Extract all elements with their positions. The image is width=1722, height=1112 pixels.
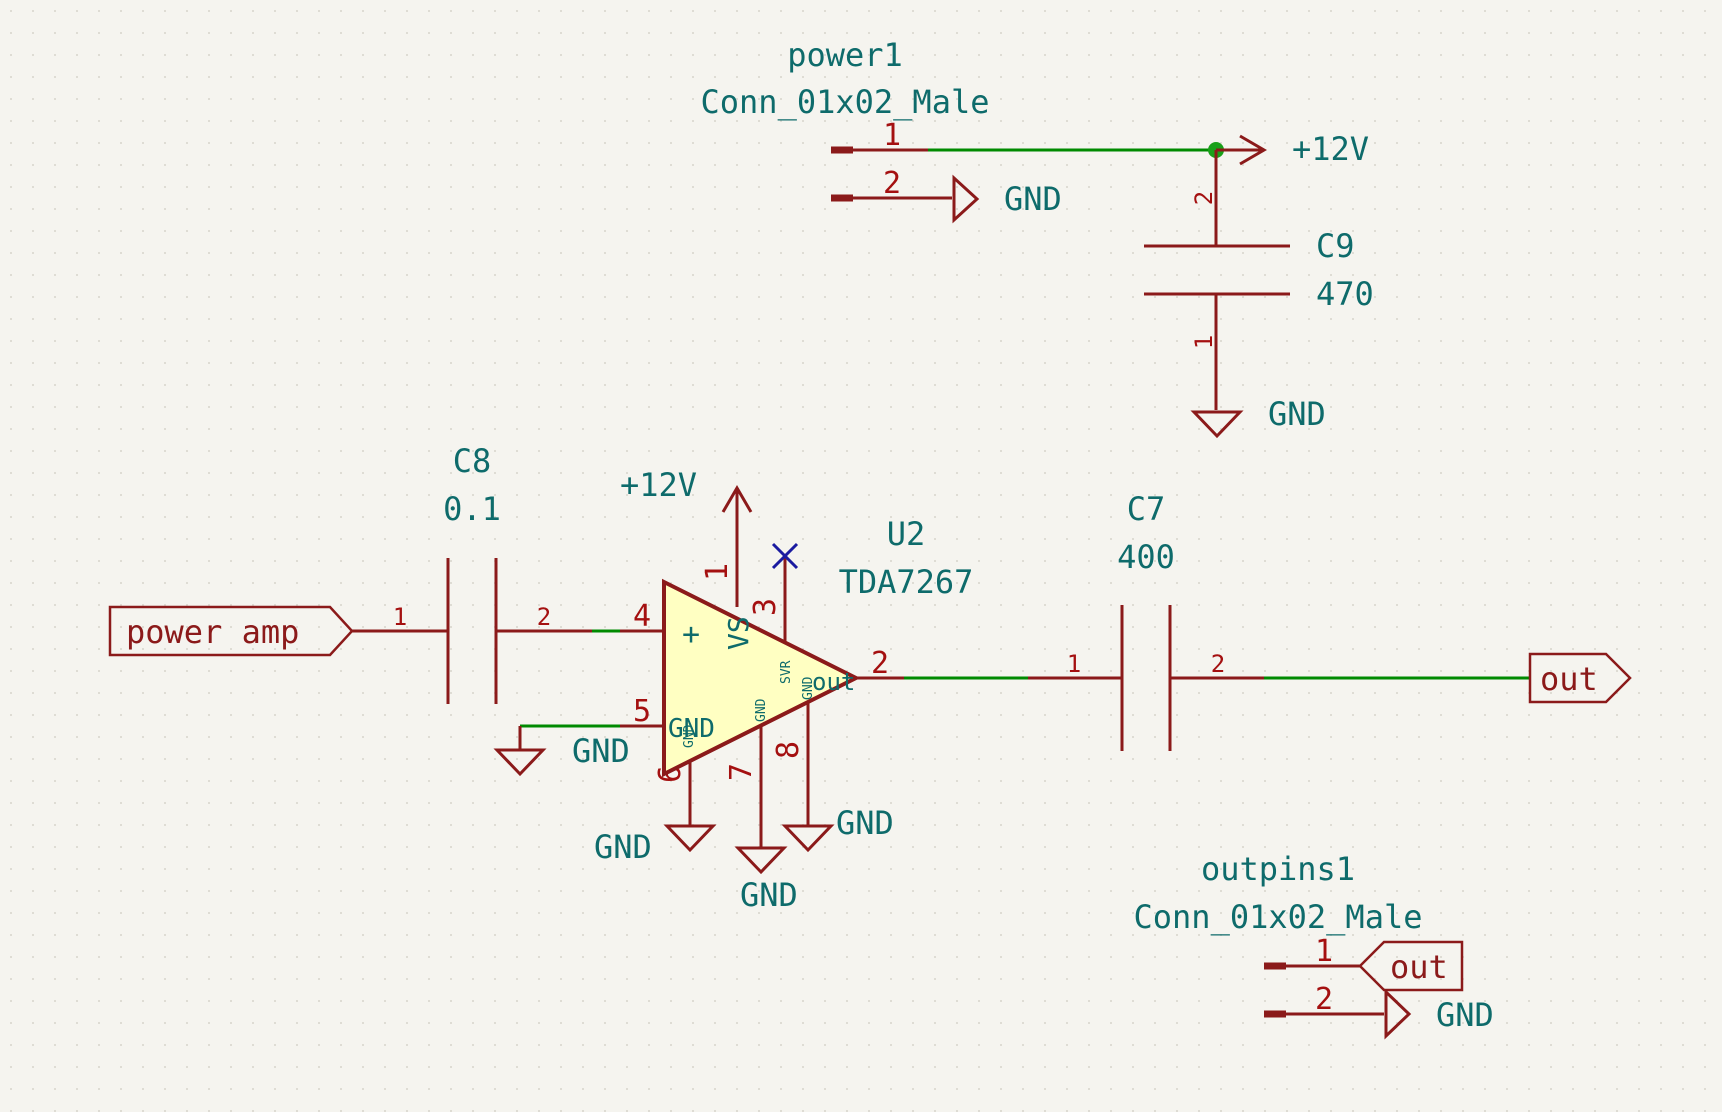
c9-capacitor[interactable]: 2 1 C9 470 — [1144, 150, 1374, 410]
gnd-pin5-symbol[interactable]: GND — [493, 732, 630, 777]
u2-pin3-number: 3 — [748, 598, 783, 616]
c7-pin2-number: 2 — [1211, 650, 1225, 678]
u2-pin1-number: 1 — [700, 563, 735, 581]
u2-gnd-pin6-name: GND — [682, 724, 697, 748]
u2-pin6-number: 6 — [653, 765, 688, 783]
gnd-pin6-triangle — [663, 824, 717, 853]
no-connect-stroke-b — [771, 542, 799, 570]
plus12v-top-arrow — [1239, 134, 1267, 166]
u2-body-triangle — [662, 578, 861, 778]
outpins1-connector[interactable]: outpins1 Conn_01x02_Male 1 2 — [1134, 850, 1423, 1018]
gnd-c9-triangle — [1190, 410, 1244, 439]
u2-gnd-pin7-name: GND — [754, 698, 769, 722]
c9-ref: C9 — [1316, 227, 1355, 265]
c9-pin1-number: 1 — [1190, 335, 1218, 349]
outpins1-ref: outpins1 — [1201, 850, 1355, 888]
u2-vs-pin-name: VS — [722, 616, 755, 650]
c8-pin2-number: 2 — [537, 603, 551, 631]
gnd-pin8-symbol[interactable]: GND — [781, 804, 894, 853]
c7-capacitor[interactable]: C7 400 1 2 — [1028, 490, 1264, 751]
c7-ref: C7 — [1127, 490, 1166, 528]
power1-ref: power1 — [787, 36, 903, 74]
outpins1-value: Conn_01x02_Male — [1134, 898, 1423, 936]
global-label-out-connector[interactable]: out — [1358, 940, 1464, 992]
power-amp-label-box — [108, 605, 354, 657]
c8-capacitor[interactable]: C8 0.1 1 2 — [393, 442, 592, 704]
gnd-power1-triangle — [952, 174, 980, 224]
outpins1-pin2-number: 2 — [1315, 982, 1333, 1017]
u2-gnd-pin8-name: GND — [801, 676, 816, 700]
global-label-power-amp[interactable]: power amp — [108, 605, 448, 657]
plus12v-top-label: +12V — [1292, 130, 1369, 168]
gnd-c9-label: GND — [1268, 395, 1326, 433]
u2-pin4-number: 4 — [633, 599, 651, 634]
out-right-label-box — [1528, 652, 1632, 704]
u2-amplifier[interactable]: U2 TDA7267 4 5 1 3 2 6 7 8 + VS out SVR … — [620, 490, 973, 848]
power1-pin2-number: 2 — [883, 166, 901, 201]
gnd-outpins1-label: GND — [1436, 996, 1494, 1034]
power1-connector[interactable]: power1 Conn_01x02_Male 1 2 — [701, 36, 990, 202]
gnd-pin8-triangle — [781, 824, 835, 853]
u2-pin7-number: 7 — [724, 763, 759, 781]
out-right-label-text: out — [1540, 660, 1598, 698]
gnd-pin7-label: GND — [740, 876, 798, 914]
gnd-pin5-triangle — [493, 748, 547, 777]
no-connect-marker — [771, 542, 799, 570]
u2-value: TDA7267 — [839, 563, 974, 601]
plus12v-u2-arrow — [721, 485, 753, 513]
c9-value: 470 — [1316, 275, 1374, 313]
u2-plus-input: + — [682, 617, 700, 652]
gnd-pin6-label: GND — [594, 828, 652, 866]
power1-pin1-number: 1 — [883, 118, 901, 153]
outpins1-pin1-number: 1 — [1315, 934, 1333, 969]
u2-out-pin-name: out — [812, 668, 855, 696]
u2-ref: U2 — [887, 515, 926, 553]
gnd-pin8-label: GND — [836, 804, 894, 842]
u2-gnd-inner-label: GND — [668, 714, 715, 744]
c7-value: 400 — [1117, 538, 1175, 576]
c9-pin2-number: 2 — [1190, 191, 1218, 205]
out-connector-label-box — [1358, 940, 1464, 992]
u2-pin2-number: 2 — [871, 646, 889, 681]
gnd-outpins1-symbol[interactable]: GND — [1384, 988, 1494, 1040]
gnd-pin6-symbol[interactable]: GND — [594, 824, 717, 866]
power-amp-label-text: power amp — [126, 613, 299, 651]
c8-ref: C8 — [453, 442, 492, 480]
c8-pin1-number: 1 — [393, 603, 407, 631]
u2-svr-pin-name: SVR — [779, 660, 794, 684]
c8-value: 0.1 — [443, 490, 501, 528]
c7-pin1-number: 1 — [1067, 650, 1081, 678]
plus12v-u2-label: +12V — [620, 466, 697, 504]
gnd-c9-symbol[interactable]: GND — [1190, 395, 1326, 439]
plus12v-top-symbol[interactable]: +12V — [1216, 130, 1369, 168]
power1-value: Conn_01x02_Male — [701, 83, 990, 121]
gnd-power1-symbol[interactable]: GND — [952, 174, 1062, 224]
gnd-outpins1-triangle — [1384, 988, 1412, 1040]
gnd-power1-label: GND — [1004, 180, 1062, 218]
gnd-pin7-triangle — [734, 846, 788, 875]
global-label-out-right[interactable]: out — [1528, 652, 1632, 704]
gnd-pin5-label: GND — [572, 732, 630, 770]
gnd-pin7-symbol[interactable]: GND — [734, 846, 798, 914]
u2-pin8-number: 8 — [771, 741, 806, 759]
out-connector-label-text: out — [1390, 948, 1448, 986]
plus12v-u2-symbol[interactable]: +12V — [620, 466, 753, 513]
u2-pin5-number: 5 — [633, 694, 651, 729]
